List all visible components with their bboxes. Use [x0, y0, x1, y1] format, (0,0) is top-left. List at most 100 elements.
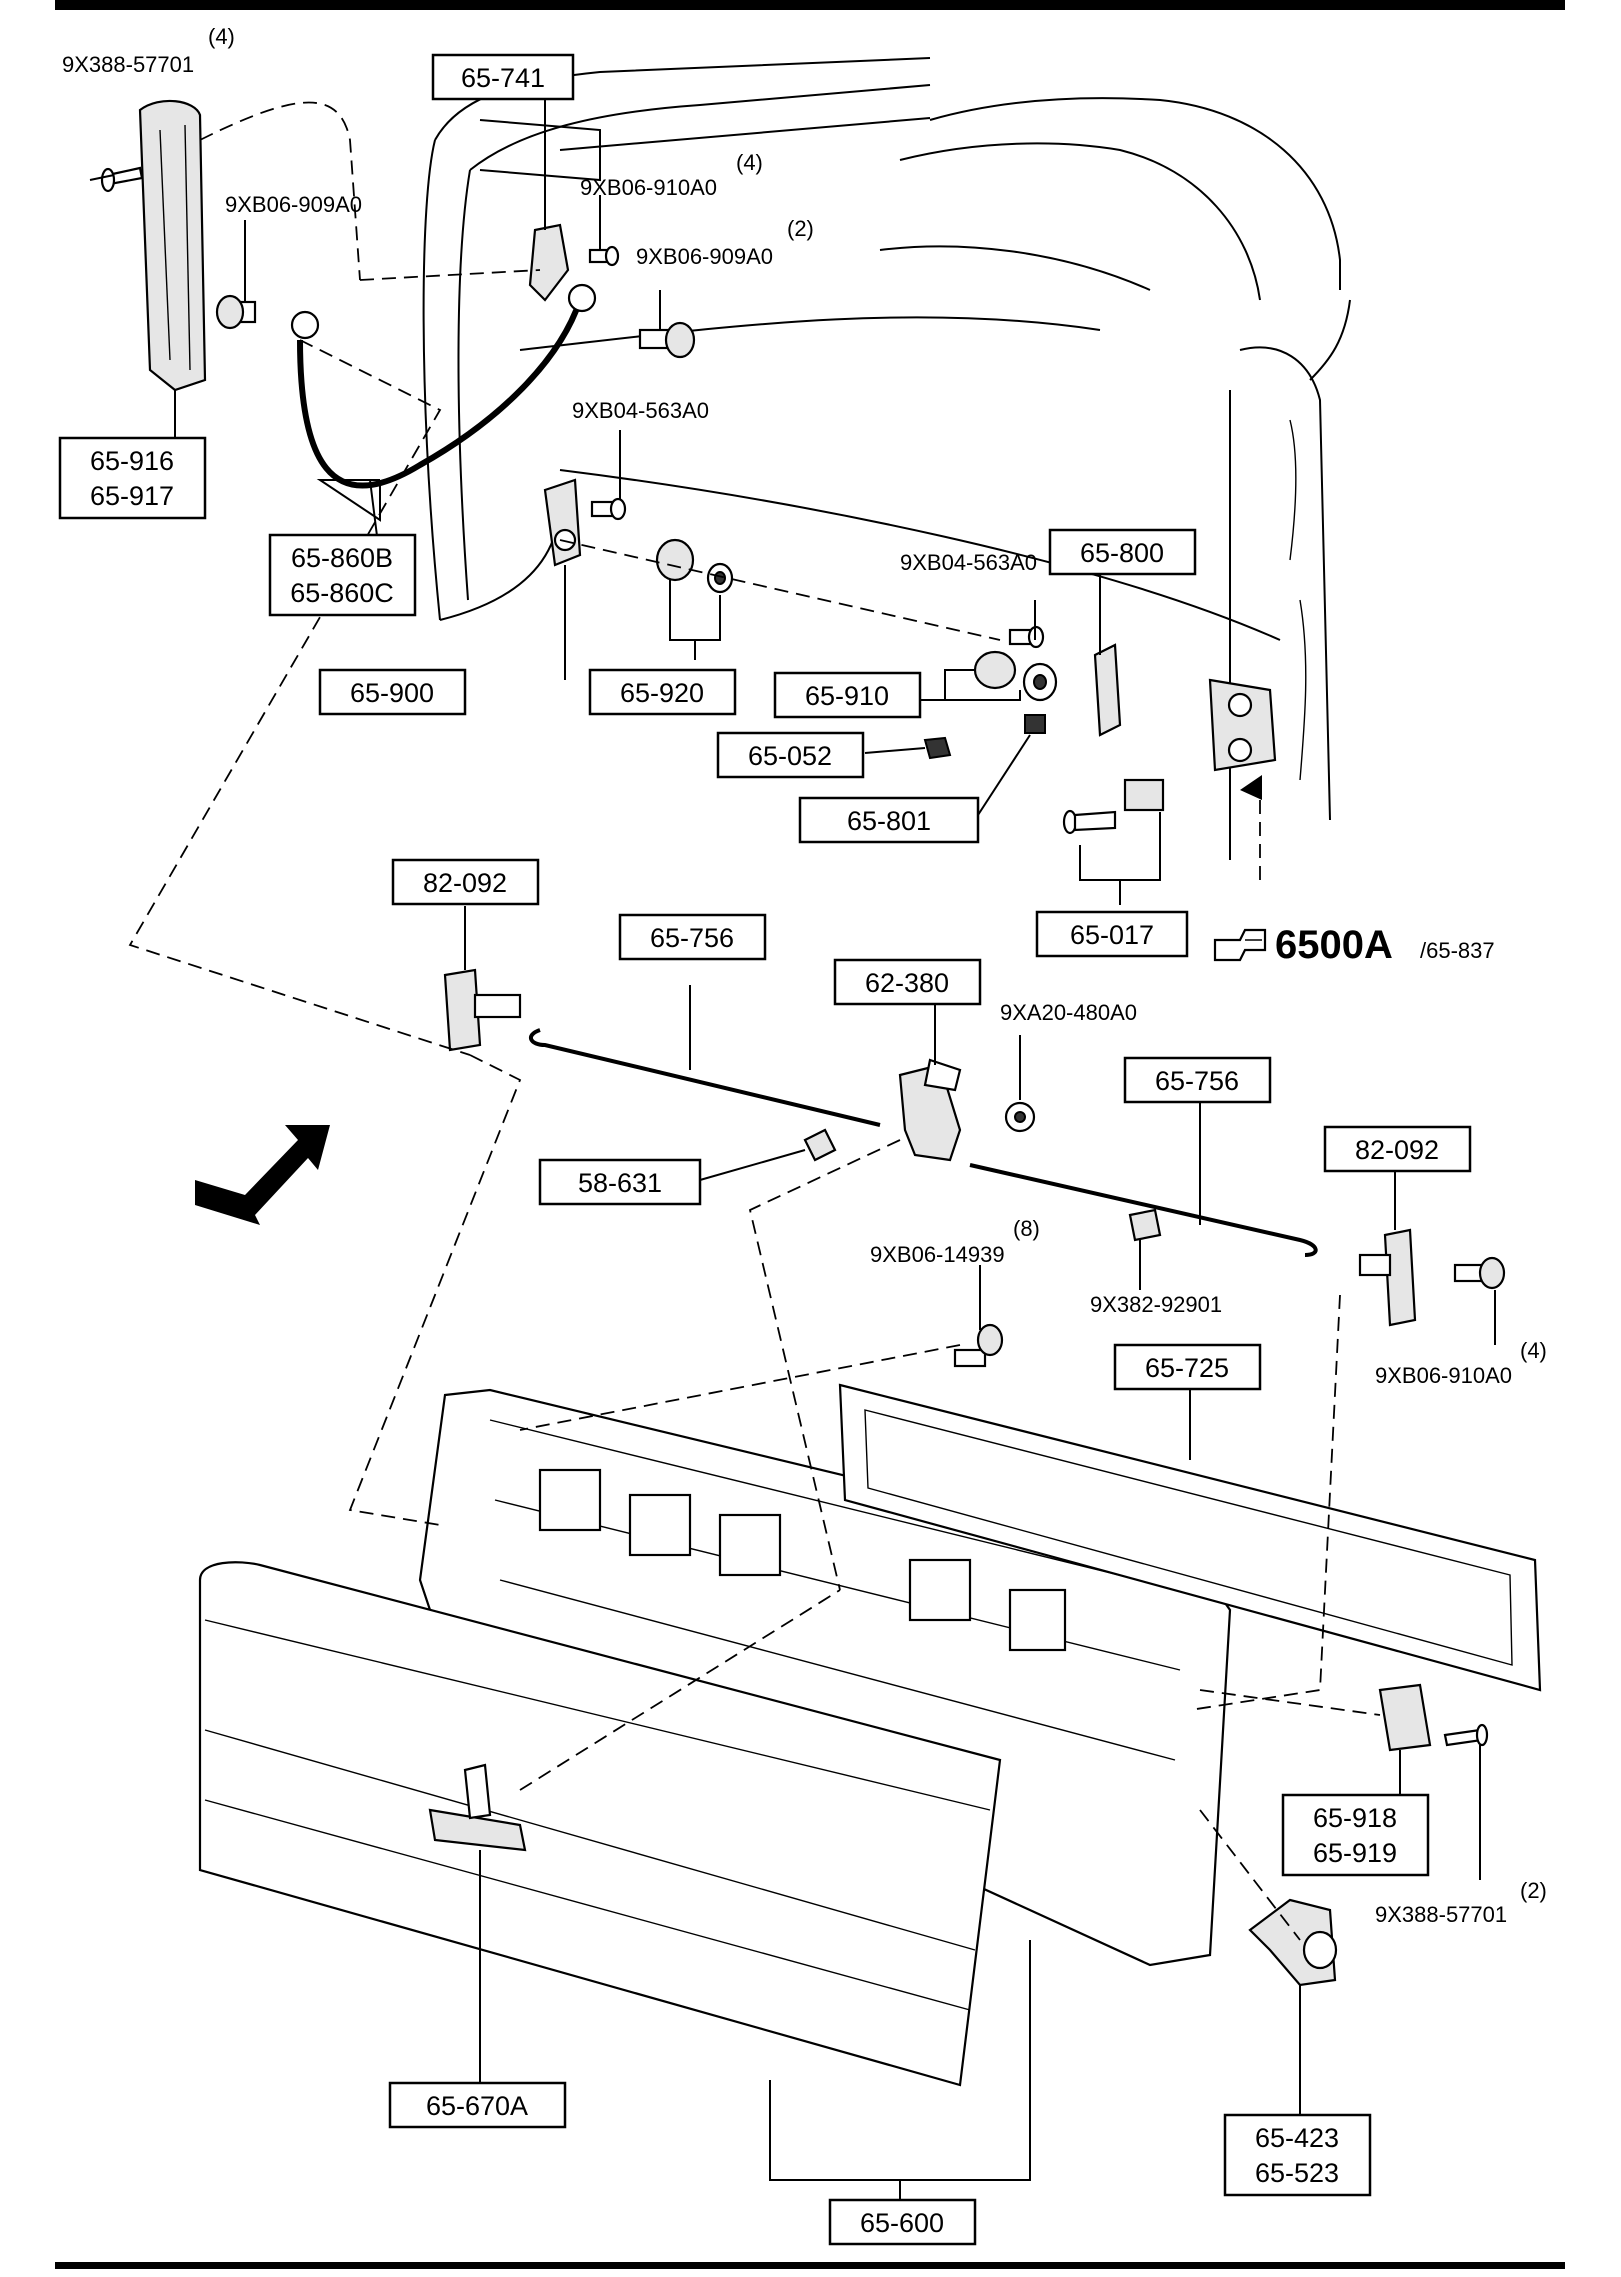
- callout-part-number: 9XB04-563A0: [572, 398, 709, 423]
- label-82-092-left: 82-092: [391, 858, 540, 906]
- bolt-9xb04-563a0-lower: [1008, 625, 1045, 649]
- label-65-423-523: 65-423 65-523: [1223, 2113, 1372, 2197]
- bottom-rule: [55, 2262, 1565, 2269]
- pointing-hand-icon: [1213, 928, 1267, 962]
- callout-qty: (4): [736, 150, 763, 175]
- svg-text:65-918: 65-918: [1313, 1803, 1397, 1833]
- callout-part-number: 9XB06-909A0: [636, 244, 773, 269]
- clip-65-801: [1024, 714, 1046, 734]
- latch-bracket-82-092-right: [1358, 1228, 1417, 1327]
- svg-text:65-919: 65-919: [1313, 1838, 1397, 1868]
- bolt-9xb06-909a0-right: [638, 321, 696, 359]
- svg-text:65-670A: 65-670A: [426, 2091, 528, 2121]
- bed-rail-cap-65-916: [138, 99, 207, 392]
- label-58-631: 58-631: [538, 1158, 702, 1206]
- callout-part-number: 9XB06-909A0: [225, 192, 362, 217]
- callout-part-number: 9XB06-910A0: [1375, 1363, 1512, 1388]
- striker-bracket-65-741: [528, 223, 570, 302]
- tailgate-handle-65-670a: [428, 1763, 527, 1852]
- fwd-arrow-icon: FWD: [195, 1125, 330, 1225]
- clip-58-631: [803, 1128, 837, 1162]
- label-65-910: 65-910: [773, 671, 922, 719]
- label-65-916-917: 65-916 65-917: [58, 436, 207, 520]
- bolt-9xb06-14939: [953, 1323, 1004, 1368]
- svg-text:65-860B: 65-860B: [291, 543, 393, 573]
- callout-qty: (8): [1013, 1216, 1040, 1241]
- callout-qty: (2): [787, 216, 814, 241]
- hinge-bracket-65-800: [1093, 643, 1122, 737]
- svg-text:82-092: 82-092: [423, 868, 507, 898]
- control-rod-65-756-left: [529, 1028, 881, 1127]
- latch-bracket-82-092-left: [443, 968, 522, 1052]
- top-rule: [55, 0, 1565, 10]
- svg-text:65-523: 65-523: [1255, 2158, 1339, 2188]
- clip-9x382-92901: [1128, 1208, 1162, 1242]
- svg-text:65-800: 65-800: [1080, 538, 1164, 568]
- svg-text:65-600: 65-600: [860, 2208, 944, 2238]
- hinge-pivot-65-423: [1248, 1898, 1338, 1987]
- tailgate-handle-latch-62-380: [898, 1058, 962, 1162]
- tailgate-inner-panel-65-725: [838, 1383, 1542, 1692]
- callout-qty: (4): [1520, 1338, 1547, 1363]
- label-65-801: 65-801: [798, 796, 980, 844]
- bushing-65-920: [655, 538, 734, 594]
- reference-suffix: /65-837: [1420, 938, 1495, 963]
- bolt-9xb06-909a0-left: [215, 294, 257, 330]
- svg-text:58-631: 58-631: [578, 1168, 662, 1198]
- callout-part-number: 9X388-57701: [62, 52, 194, 77]
- arrow-6500a-pointer: [1240, 775, 1262, 800]
- bushing-65-910: [973, 650, 1058, 702]
- bolt-9xb06-910a0-top: [588, 245, 620, 267]
- label-65-860b-c: 65-860B 65-860C: [268, 533, 417, 617]
- svg-text:65-801: 65-801: [847, 806, 931, 836]
- callout-part-number: 9X382-92901: [1090, 1292, 1222, 1317]
- svg-text:65-917: 65-917: [90, 481, 174, 511]
- svg-text:65-920: 65-920: [620, 678, 704, 708]
- hinge-plate-65-900: [543, 478, 582, 567]
- svg-text:65-017: 65-017: [1070, 920, 1154, 950]
- svg-text:65-423: 65-423: [1255, 2123, 1339, 2153]
- svg-text:65-900: 65-900: [350, 678, 434, 708]
- label-65-017: 65-017: [1035, 910, 1189, 958]
- label-65-741: 65-741: [431, 53, 575, 101]
- truck-bed-illustration: [422, 57, 1351, 860]
- callout-part-number: 9XB06-14939: [870, 1242, 1005, 1267]
- callout-part-number: 9X388-57701: [1375, 1902, 1507, 1927]
- svg-text:62-380: 62-380: [865, 968, 949, 998]
- callout-qty: (2): [1520, 1878, 1547, 1903]
- label-82-092-right: 82-092: [1323, 1125, 1472, 1173]
- label-65-670a: 65-670A: [388, 2081, 567, 2129]
- label-65-600: 65-600: [828, 2198, 977, 2246]
- leader-lines: [89, 100, 1496, 2200]
- bumper-bolt-65-017: [1062, 778, 1165, 835]
- label-65-920: 65-920: [588, 668, 737, 716]
- label-62-380: 62-380: [833, 958, 982, 1006]
- support-cable-65-860: [290, 283, 597, 489]
- bolt-9xb06-910a0-right: [1453, 1256, 1506, 1290]
- callout-part-number: 9XB04-563A0: [900, 550, 1037, 575]
- tailgate-outer-shell-65-600: [198, 1561, 1002, 2087]
- label-65-725: 65-725: [1113, 1343, 1262, 1391]
- screw-9x388-57701-top: [100, 166, 144, 193]
- nut-9xa20-480a0: [1004, 1101, 1036, 1133]
- label-65-800: 65-800: [1048, 528, 1197, 576]
- label-65-918-919: 65-918 65-919: [1281, 1793, 1430, 1877]
- label-65-900: 65-900: [318, 668, 467, 716]
- svg-text:82-092: 82-092: [1355, 1135, 1439, 1165]
- callout-part-number: 9XB06-910A0: [580, 175, 717, 200]
- screw-9x388-57701-bottom: [1443, 1723, 1489, 1747]
- reference-6500a: 6500A /65-837: [1213, 923, 1495, 967]
- svg-text:65-052: 65-052: [748, 741, 832, 771]
- svg-text:65-741: 65-741: [461, 63, 545, 93]
- clip-65-052: [923, 736, 952, 760]
- reference-code: 6500A: [1275, 923, 1393, 967]
- svg-text:65-756: 65-756: [1155, 1066, 1239, 1096]
- control-rod-65-756-right: [969, 1163, 1318, 1257]
- bolt-9xb04-563a0-upper: [590, 497, 627, 521]
- svg-text:65-725: 65-725: [1145, 1353, 1229, 1383]
- label-65-756-left: 65-756: [618, 913, 767, 961]
- hinge-cover-65-918: [1378, 1683, 1432, 1752]
- callout-qty: (4): [208, 24, 235, 49]
- svg-text:65-756: 65-756: [650, 923, 734, 953]
